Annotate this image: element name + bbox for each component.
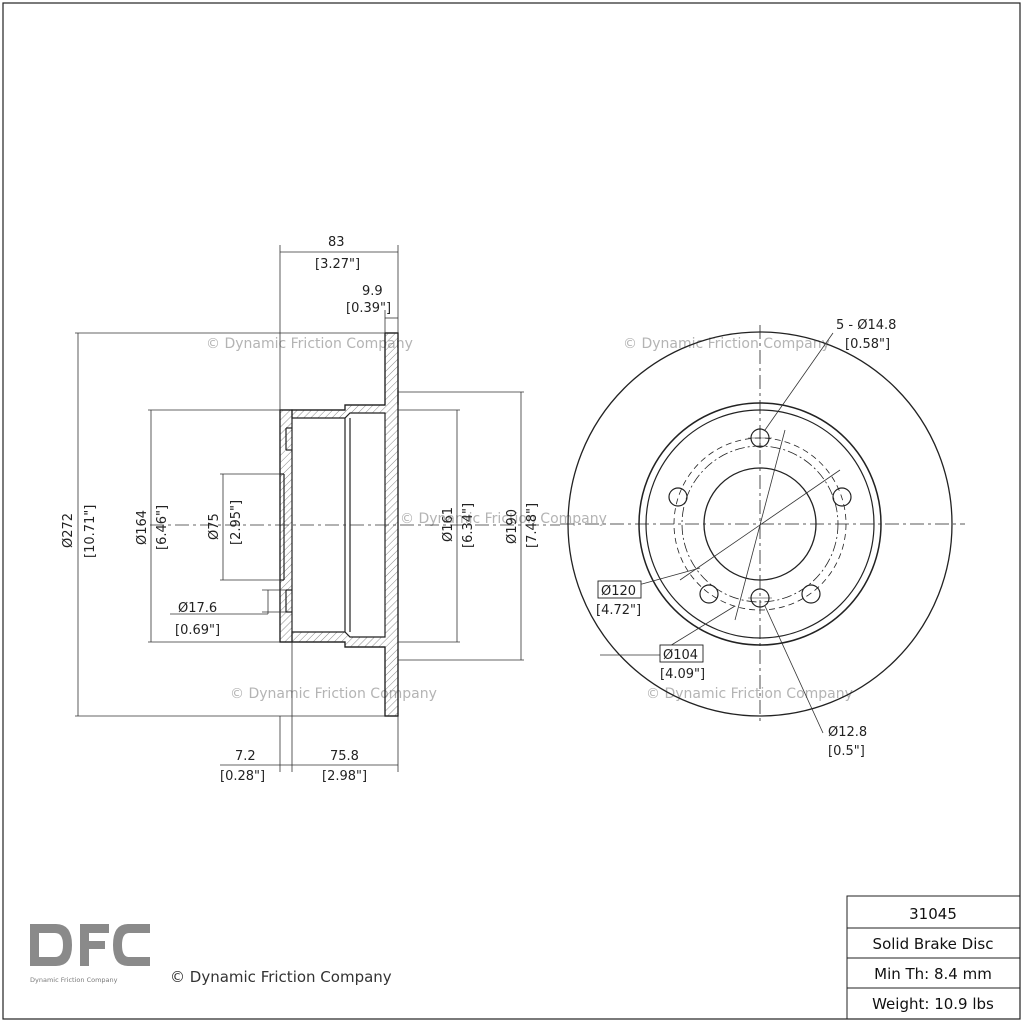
watermark-text: © Dynamic Friction Company	[230, 686, 437, 702]
dim-hole-12-8-inch: [0.5"]	[828, 744, 865, 759]
dim-diameter-164: Ø164	[135, 510, 150, 545]
logo-tagline: Dynamic Friction Company	[30, 976, 118, 984]
dim-pcd-120: Ø120	[601, 584, 636, 599]
dim-diameter-272-inch: [10.71"]	[83, 505, 98, 558]
dim-diameter-75: Ø75	[207, 513, 222, 540]
dim-diameter-75-inch: [2.95"]	[229, 500, 244, 545]
dim-pcd-104: Ø104	[663, 648, 698, 663]
dim-offset-7-2: 7.2	[235, 749, 256, 764]
title-block	[846, 895, 1021, 1020]
front-view	[560, 325, 965, 725]
watermark-text: © Dynamic Friction Company	[206, 336, 413, 352]
dim-diameter-190-inch: [7.48"]	[525, 503, 540, 548]
pcd-104-box	[659, 644, 704, 663]
watermark-text: © Dynamic Friction Company	[646, 686, 853, 702]
dim-bolt-holes: 5 - Ø14.8	[836, 318, 896, 333]
dim-diameter-161-inch: [6.34"]	[461, 503, 476, 548]
dim-diameter-190: Ø190	[505, 509, 520, 544]
side-dimension-lines	[75, 245, 560, 772]
dim-diameter-17-6-inch: [0.69"]	[175, 623, 220, 638]
dim-pcd-120-inch: [4.72"]	[596, 603, 641, 618]
dim-bolt-holes-inch: [0.58"]	[845, 337, 890, 352]
dim-offset-7-2-inch: [0.28"]	[220, 769, 265, 784]
dim-pcd-104-inch: [4.09"]	[660, 667, 705, 682]
dim-diameter-17-6: Ø17.6	[178, 601, 217, 616]
dim-height-75-8-inch: [2.98"]	[322, 769, 367, 784]
dim-height-75-8: 75.8	[330, 749, 359, 764]
weight: Weight: 10.9 lbs	[872, 995, 994, 1013]
front-leader-lines	[600, 332, 841, 734]
dim-diameter-164-inch: [6.46"]	[155, 505, 170, 550]
dim-flange-inch: [0.39"]	[346, 301, 391, 316]
watermark-text: © Dynamic Friction Company	[400, 511, 607, 527]
side-section-view	[279, 332, 399, 717]
dim-hole-12-8: Ø12.8	[828, 725, 867, 740]
dim-width-total-inch: [3.27"]	[315, 257, 360, 272]
dfc-logo	[30, 924, 150, 966]
part-type: Solid Brake Disc	[873, 935, 994, 953]
dim-diameter-161: Ø161	[441, 507, 456, 542]
min-thickness: Min Th: 8.4 mm	[874, 965, 992, 983]
part-number: 31045	[909, 905, 957, 923]
dim-width-total: 83	[328, 235, 345, 250]
footer-copyright: © Dynamic Friction Company	[170, 968, 392, 986]
dim-diameter-272: Ø272	[61, 513, 76, 548]
dim-flange: 9.9	[362, 284, 383, 299]
pcd-120-box	[597, 580, 642, 599]
watermark-text: © Dynamic Friction Company	[623, 336, 830, 352]
